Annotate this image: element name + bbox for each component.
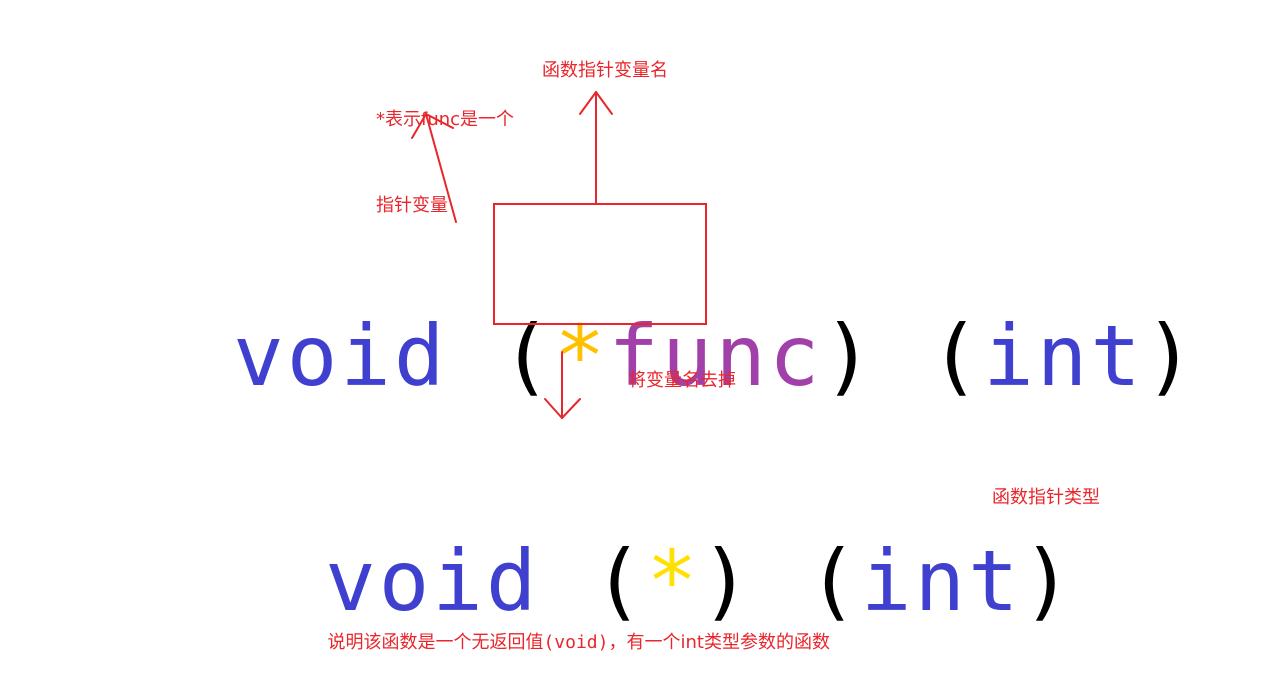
remove-name-annotation: 将变量名去掉 <box>628 370 736 391</box>
type-return-void: void <box>325 532 540 630</box>
pointer-star: * <box>554 307 609 405</box>
full-declaration: void (*func) (int) <box>126 230 1198 398</box>
type-param-close-paren: ) <box>1021 532 1076 630</box>
summary-annotation: 说明该函数是一个无返回值(void)，有一个int类型参数的函数 <box>316 600 830 658</box>
summary-text-before: 说明该函数是一个无返回值 <box>327 631 544 653</box>
type-close-paren: ) <box>700 532 754 630</box>
summary-text-after: ，有一个int类型参数的函数 <box>608 631 830 653</box>
open-paren: ( <box>501 307 555 405</box>
type-param-open-paren: ( <box>807 532 861 630</box>
type-param-int: int <box>860 532 1022 630</box>
star-annotation: *表示func是一个 指针变量 <box>376 48 514 250</box>
function-pointer-name: func <box>608 307 823 405</box>
star-annotation-line2: 指针变量 <box>376 194 448 216</box>
star-annotation-line1: *表示func是一个 <box>376 108 515 130</box>
func-name-annotation: 函数指针变量名 <box>542 60 668 81</box>
param-type-int: int <box>983 307 1144 405</box>
summary-text-code: (void) <box>543 631 609 653</box>
type-open-paren: ( <box>593 532 647 630</box>
param-close-paren: ) <box>1143 307 1198 405</box>
type-annotation: 函数指针类型 <box>992 487 1100 508</box>
type-declaration: void (*) (int) <box>218 455 1075 623</box>
type-pointer-star: * <box>646 532 701 630</box>
return-type-void: void <box>233 307 448 405</box>
param-open-paren: ( <box>929 307 984 405</box>
func-name-arrow <box>579 91 613 205</box>
close-paren: ) <box>822 307 877 405</box>
